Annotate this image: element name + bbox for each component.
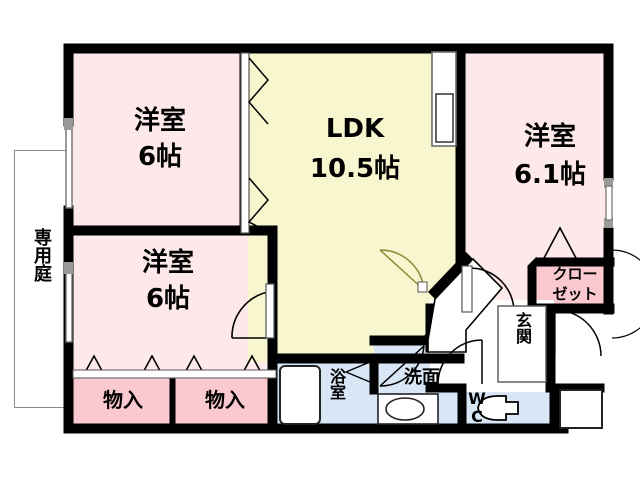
door-ldk-hall xyxy=(379,249,425,291)
room-fill-closet-right xyxy=(174,378,276,432)
door-entrance xyxy=(554,309,602,357)
closet-left-label: 物入 xyxy=(103,388,143,412)
bath-label: 浴室 xyxy=(327,368,346,400)
partition-ldk-nw xyxy=(240,52,269,234)
entrance-label: 玄関 xyxy=(513,312,532,344)
bedroom-sw-size: 6帖 xyxy=(145,284,191,314)
closet-ne-label-line2: ゼット xyxy=(552,285,598,303)
bath-vent-icon xyxy=(344,361,371,383)
bedroom-ne-size: 6.1帖 xyxy=(513,160,587,190)
window-gray-bars xyxy=(64,118,73,274)
kitchen-sink xyxy=(435,93,454,143)
window-ne-room xyxy=(604,178,613,228)
room-fill-bedroom-nw xyxy=(72,52,248,234)
genkan-tile xyxy=(497,305,547,383)
wc-label-line1: W xyxy=(468,389,486,408)
closet-door-track xyxy=(72,369,277,379)
closet-ne-door-mark xyxy=(543,226,577,259)
room-fill-bedroom-sw xyxy=(72,234,276,378)
bathtub xyxy=(279,365,321,425)
wash-basin xyxy=(385,397,425,421)
shoe-cabinet xyxy=(559,389,603,429)
ldk-size: 10.5帖 xyxy=(309,154,401,184)
washroom-label: 洗面 xyxy=(404,367,440,388)
window-ne-room-glass xyxy=(605,185,613,221)
door-sw-room-leaf xyxy=(265,283,275,339)
closet-ne-label-line1: クロー xyxy=(552,265,598,283)
door-hall-inner xyxy=(437,339,483,385)
ldk-name: LDK xyxy=(325,114,385,144)
door-ne-room-leaf xyxy=(461,265,473,313)
door-senmen xyxy=(379,345,425,387)
toilet xyxy=(477,395,519,421)
bedroom-ne-name: 洋室 xyxy=(523,122,576,152)
bedroom-sw-name: 洋室 xyxy=(141,248,194,278)
door-sw-room xyxy=(231,291,269,339)
private-garden-label: 専用庭 xyxy=(31,228,52,282)
door-ldk-hall-leaf xyxy=(417,281,428,293)
door-entrance-outer xyxy=(611,249,640,339)
room-fill-closet-left xyxy=(72,378,174,432)
bedroom-nw-name: 洋室 xyxy=(133,106,186,136)
wc-label-line2: C xyxy=(471,407,483,426)
closet-right-label: 物入 xyxy=(205,388,245,412)
structural-walls xyxy=(63,43,615,434)
bedroom-nw-size: 6帖 xyxy=(137,142,183,172)
